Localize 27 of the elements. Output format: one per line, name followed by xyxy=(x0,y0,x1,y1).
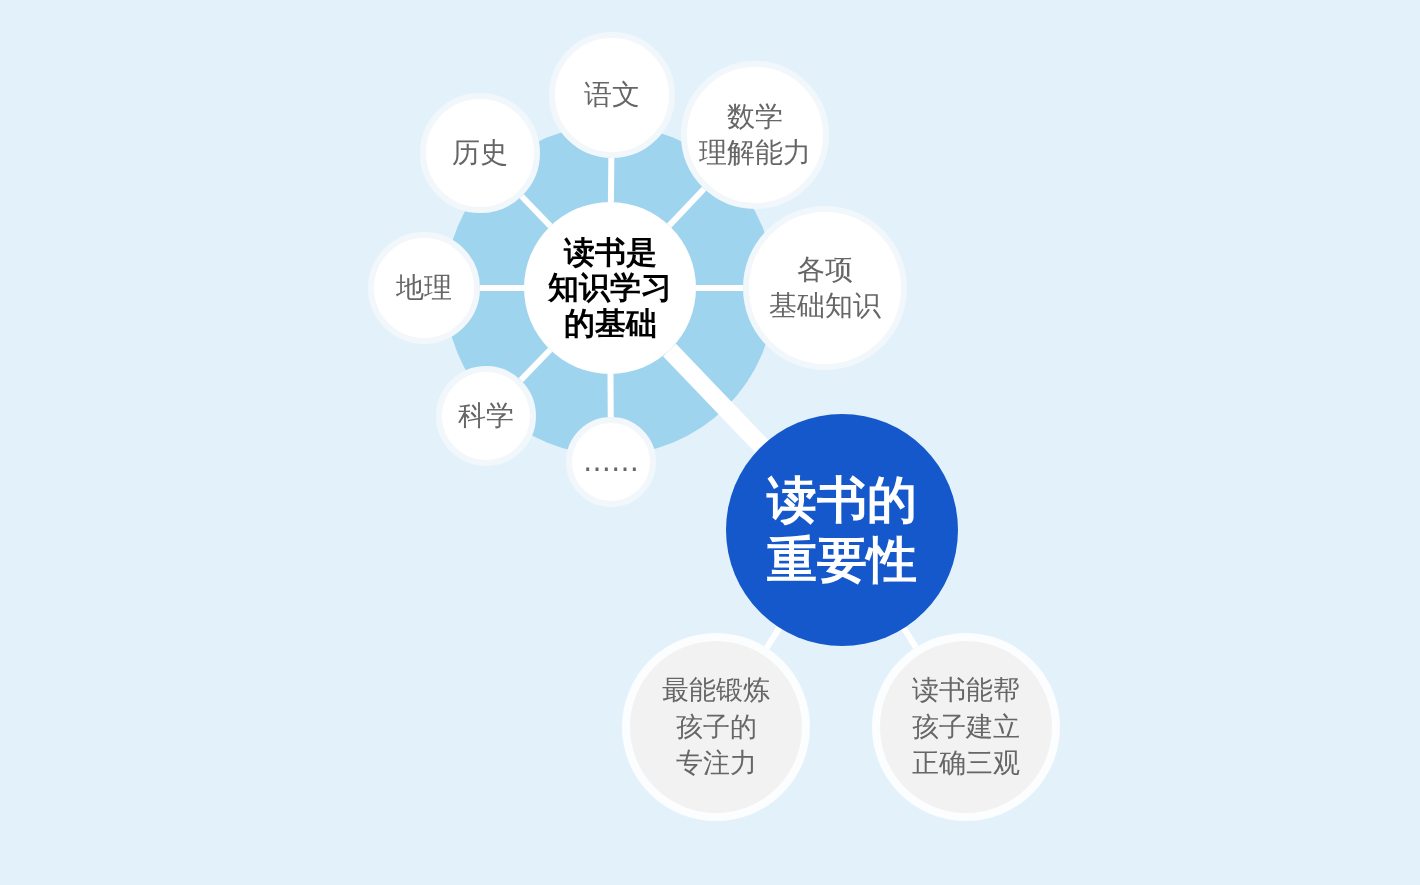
topic-text: 数学 xyxy=(727,98,783,135)
topic-text: 读书是 xyxy=(563,234,657,271)
topic-text: 读书的重要性 xyxy=(765,470,918,590)
connector-line xyxy=(901,626,919,650)
connector-line xyxy=(663,343,769,453)
topic-text: 语文 xyxy=(584,76,640,113)
topic-text: 基础知识 xyxy=(769,288,881,324)
connector-line xyxy=(666,186,707,228)
connector-line xyxy=(518,347,553,383)
topic-text: 各项 xyxy=(797,251,853,288)
topic-text: 孩子的 xyxy=(675,709,757,744)
connector-line xyxy=(480,285,524,291)
topic-text: 专注力 xyxy=(675,746,757,781)
topic-text: 理解能力 xyxy=(699,135,811,171)
topic-text: 读书能帮孩子建立正确三观 xyxy=(911,673,1021,781)
topic-text: 的基础 xyxy=(563,305,657,342)
connector-line xyxy=(764,626,783,650)
connector-line xyxy=(607,373,614,418)
connector-line xyxy=(696,285,743,291)
connector-line xyxy=(519,194,553,229)
topic-text: 地理 xyxy=(396,269,452,306)
topic-text: 知识学习 xyxy=(548,270,672,306)
topic-text: …… xyxy=(583,443,639,480)
connector-line xyxy=(607,157,615,203)
topic-text: 科学 xyxy=(458,397,514,434)
topic-text: 最能锻炼 xyxy=(662,673,770,708)
topic-text: 历史 xyxy=(452,134,508,171)
